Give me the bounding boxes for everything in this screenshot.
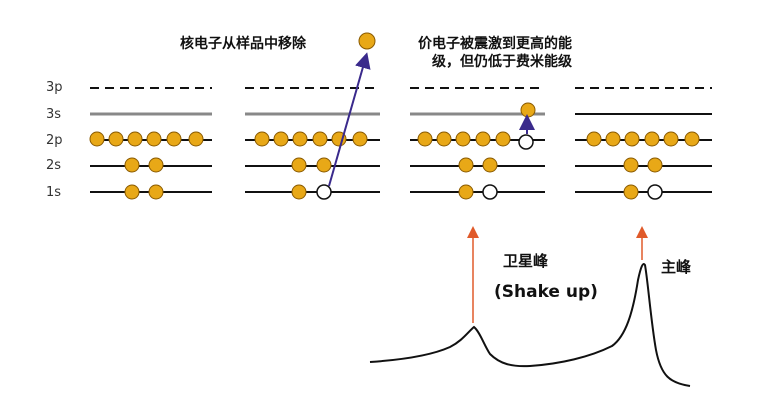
- core-hole: [316, 184, 332, 200]
- electron: [291, 184, 307, 200]
- electron: [291, 157, 307, 173]
- electron: [663, 131, 679, 147]
- level-label-3s: 3s: [46, 107, 62, 122]
- electron: [316, 157, 332, 173]
- ejected-electron: [358, 32, 376, 50]
- electron: [312, 131, 328, 147]
- electron: [458, 157, 474, 173]
- electron: [482, 157, 498, 173]
- electron: [624, 131, 640, 147]
- satellite-peak-label: 卫星峰: [503, 252, 549, 270]
- electron: [684, 131, 700, 147]
- electron: [352, 131, 368, 147]
- excited-electron: [520, 102, 536, 118]
- electron: [586, 131, 602, 147]
- spectrum-curve: [369, 263, 691, 387]
- electron: [647, 157, 663, 173]
- core-hole: [482, 184, 498, 200]
- valence-excited-caption-line1: 价电子被震激到更高的能: [418, 36, 572, 52]
- electron: [273, 131, 289, 147]
- electron: [605, 131, 621, 147]
- level-label-2s: 2s: [46, 158, 62, 173]
- electron: [108, 131, 124, 147]
- electron: [644, 131, 660, 147]
- electron: [458, 184, 474, 200]
- panel-main-line: [575, 87, 712, 200]
- electron: [292, 131, 308, 147]
- electron: [623, 184, 639, 200]
- valence-excited-caption-line2: 级，但仍低于费米能级: [432, 54, 572, 70]
- electron: [417, 131, 433, 147]
- panel-core-ionization: [245, 32, 380, 200]
- electron: [148, 157, 164, 173]
- electron: [124, 157, 140, 173]
- electron: [475, 131, 491, 147]
- electron: [188, 131, 204, 147]
- main-peak-label: 主峰: [661, 258, 692, 276]
- panel-shake-up: [410, 87, 545, 200]
- level-label-1s: 1s: [46, 185, 62, 200]
- electron: [623, 157, 639, 173]
- electron: [436, 131, 452, 147]
- ejection-arrow: [328, 52, 371, 187]
- panel-ground-state: [89, 87, 212, 200]
- electron: [166, 131, 182, 147]
- electron: [495, 131, 511, 147]
- core-removed-caption: 核电子从样品中移除: [180, 36, 306, 52]
- electron: [89, 131, 105, 147]
- electron: [124, 184, 140, 200]
- electron: [455, 131, 471, 147]
- electron: [146, 131, 162, 147]
- core-hole: [647, 184, 663, 200]
- valence-hole: [518, 134, 534, 150]
- level-label-3p: 3p: [46, 80, 63, 95]
- shake-up-label: (Shake up): [494, 282, 598, 302]
- electron: [127, 131, 143, 147]
- level-label-2p: 2p: [46, 133, 63, 148]
- electron: [148, 184, 164, 200]
- electron: [254, 131, 270, 147]
